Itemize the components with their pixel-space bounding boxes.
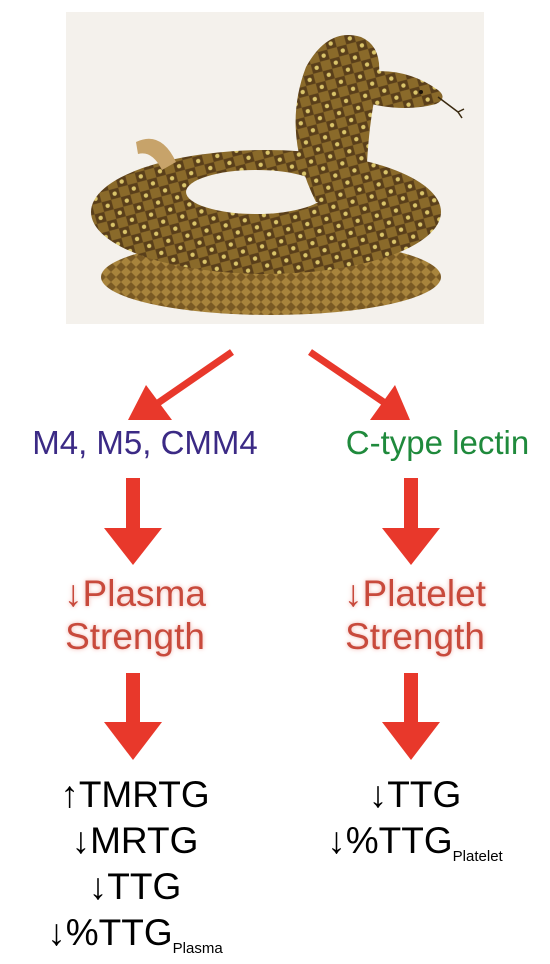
left-outcome-2: ↓MRTG [71, 820, 199, 861]
arrow-left-down-2 [104, 673, 162, 760]
plasma-strength-effect: ↓Plasma Strength [40, 573, 230, 658]
right-outcome-2: ↓%TTGPlatelet [327, 820, 503, 865]
left-outcome-1: ↑TMRTG [60, 774, 210, 815]
arrow-left-down-1 [104, 478, 162, 565]
left-outcome-3: ↓TTG [88, 866, 182, 907]
plasma-effect-line2: Strength [65, 615, 205, 657]
right-outcomes: ↓TTG ↓%TTGPlatelet [300, 772, 530, 872]
platelet-effect-line2: Strength [345, 615, 485, 657]
left-outcome-4: ↓%TTGPlasma [47, 912, 223, 957]
left-outcome-4-subscript: Plasma [172, 940, 223, 957]
arrow-right-down-2 [382, 673, 440, 760]
arrow-to-right-branch [308, 349, 410, 420]
right-branch-label: C-type lectin [345, 424, 530, 461]
right-outcome-2-subscript: Platelet [452, 848, 503, 865]
left-branch-label: M4, M5, CMM4 [32, 424, 258, 461]
arrow-to-left-branch [128, 349, 234, 420]
platelet-effect-line1: ↓Platelet [344, 573, 486, 614]
plasma-effect-line1: ↓Plasma [64, 573, 206, 614]
left-outcomes: ↑TMRTG ↓MRTG ↓TTG ↓%TTGPlasma [20, 772, 250, 964]
arrow-right-down-1 [382, 478, 440, 565]
right-outcome-1: ↓TTG [368, 774, 462, 815]
platelet-strength-effect: ↓Platelet Strength [320, 573, 510, 658]
rattlesnake-image [66, 12, 484, 324]
rattlesnake-illustration [91, 35, 465, 315]
